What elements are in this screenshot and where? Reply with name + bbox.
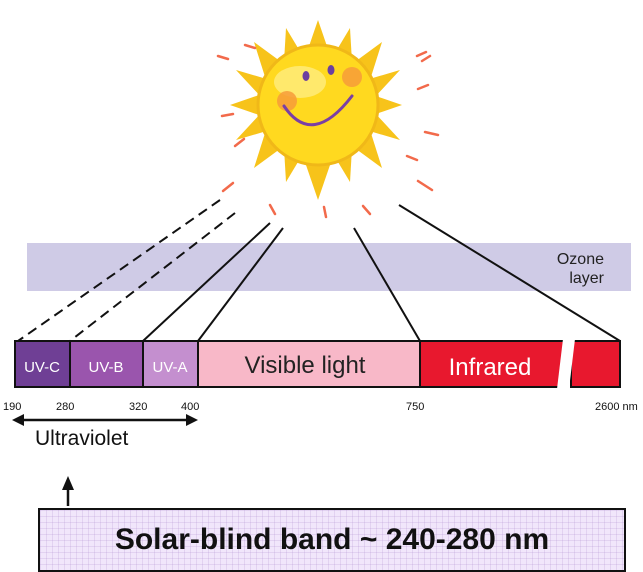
ozone-layer-band (27, 243, 631, 291)
tick-400: 400 (181, 401, 199, 413)
tick-2600nm: 2600 nm (595, 401, 638, 413)
tick-750: 750 (406, 401, 424, 413)
spectrum-bar: UV-C UV-B UV-A Visible light Infrared (14, 339, 621, 389)
band-infrared (419, 339, 621, 389)
band-label-infrared: Infrared (449, 354, 532, 381)
solar-blind-note: Solar-blind band ~ 240-280 nm (38, 508, 626, 572)
ray-connectors (17, 199, 621, 342)
band-infrared-right (570, 340, 621, 388)
band-label-uv-b: UV-B (88, 359, 123, 376)
ultraviolet-label: Ultraviolet (35, 427, 129, 450)
ozone-label-line2: layer (569, 270, 604, 287)
tick-320: 320 (129, 401, 147, 413)
tick-280: 280 (56, 401, 74, 413)
solar-blind-note-text: Solar-blind band ~ 240-280 nm (114, 523, 550, 556)
band-label-uv-a: UV-A (152, 359, 187, 376)
pointer-arrow (62, 476, 74, 506)
sun-icon (230, 20, 402, 200)
ozone-layer-label: Ozone layer (540, 250, 604, 288)
tick-190: 190 (3, 401, 21, 413)
band-label-uv-c: UV-C (24, 359, 60, 376)
band-uv-b (69, 340, 144, 388)
band-label-visible: Visible light (245, 352, 366, 379)
ozone-label-line1: Ozone (556, 251, 604, 268)
sun-rays (216, 43, 440, 219)
wavelength-axis: 190 280 320 400 750 2600 nm (3, 401, 638, 413)
band-uv-c (14, 340, 71, 388)
ultraviolet-range-arrow (12, 414, 198, 426)
